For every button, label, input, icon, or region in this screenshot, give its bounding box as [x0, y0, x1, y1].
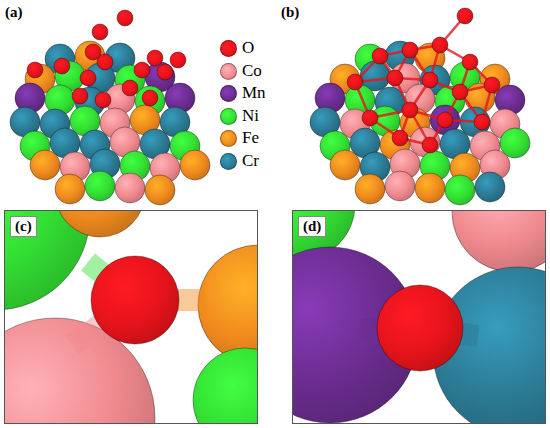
legend-swatch	[220, 130, 237, 147]
atom	[180, 150, 210, 180]
atom	[117, 10, 133, 26]
atom	[452, 210, 546, 272]
atom	[377, 285, 463, 371]
atom	[72, 88, 88, 104]
atom	[432, 37, 448, 53]
legend-label: Cr	[242, 152, 259, 171]
atom	[170, 52, 186, 68]
atom	[92, 24, 108, 40]
atom	[27, 62, 43, 78]
atom	[385, 171, 415, 201]
atom	[422, 72, 438, 88]
panel-label: (a)	[5, 4, 23, 21]
atom	[452, 84, 468, 100]
atom	[422, 137, 438, 153]
atom	[484, 77, 500, 93]
atom	[437, 112, 453, 128]
panel-label: (b)	[281, 4, 299, 21]
atom	[415, 173, 445, 203]
atom	[91, 256, 179, 344]
legend-swatch	[220, 108, 237, 125]
atom	[85, 171, 115, 201]
atom	[347, 74, 363, 90]
atom	[462, 54, 478, 70]
atom	[402, 102, 418, 118]
legend-swatch	[220, 153, 237, 170]
atom	[55, 174, 85, 204]
atom	[80, 70, 96, 86]
atom	[387, 70, 403, 86]
atom	[198, 245, 258, 365]
legend-swatch	[220, 85, 237, 102]
atom	[392, 130, 408, 146]
panel-label: (c)	[10, 216, 37, 237]
atom	[142, 90, 158, 106]
atom	[355, 174, 385, 204]
legend-swatch	[220, 63, 237, 80]
atom	[145, 175, 175, 205]
legend-label: Fe	[242, 129, 259, 148]
atom	[457, 8, 473, 24]
atom	[122, 80, 138, 96]
atom	[330, 150, 360, 180]
legend-swatch	[220, 40, 237, 57]
surface-b	[310, 8, 530, 205]
panel-frame	[293, 211, 546, 424]
atom	[445, 175, 475, 205]
atom	[54, 58, 70, 74]
atom	[134, 62, 150, 78]
surface-a	[10, 10, 210, 205]
atom	[193, 348, 258, 424]
atom	[475, 172, 505, 202]
atom	[372, 48, 388, 64]
zoom-view	[4, 210, 258, 424]
atom	[95, 92, 111, 108]
atom	[402, 42, 418, 58]
legend-label: Mn	[242, 84, 266, 103]
legend-label: O	[242, 39, 254, 58]
atom	[55, 210, 145, 237]
atom	[157, 64, 173, 80]
zoom-view	[292, 210, 546, 424]
legend-label: Co	[242, 62, 262, 81]
legend-label: Ni	[242, 107, 259, 126]
panel-label: (d)	[298, 216, 326, 237]
atom	[474, 114, 490, 130]
atom	[115, 173, 145, 203]
atom	[30, 150, 60, 180]
atom	[97, 54, 113, 70]
panel-frame	[5, 211, 258, 424]
atom	[147, 50, 163, 66]
atom	[362, 110, 378, 126]
